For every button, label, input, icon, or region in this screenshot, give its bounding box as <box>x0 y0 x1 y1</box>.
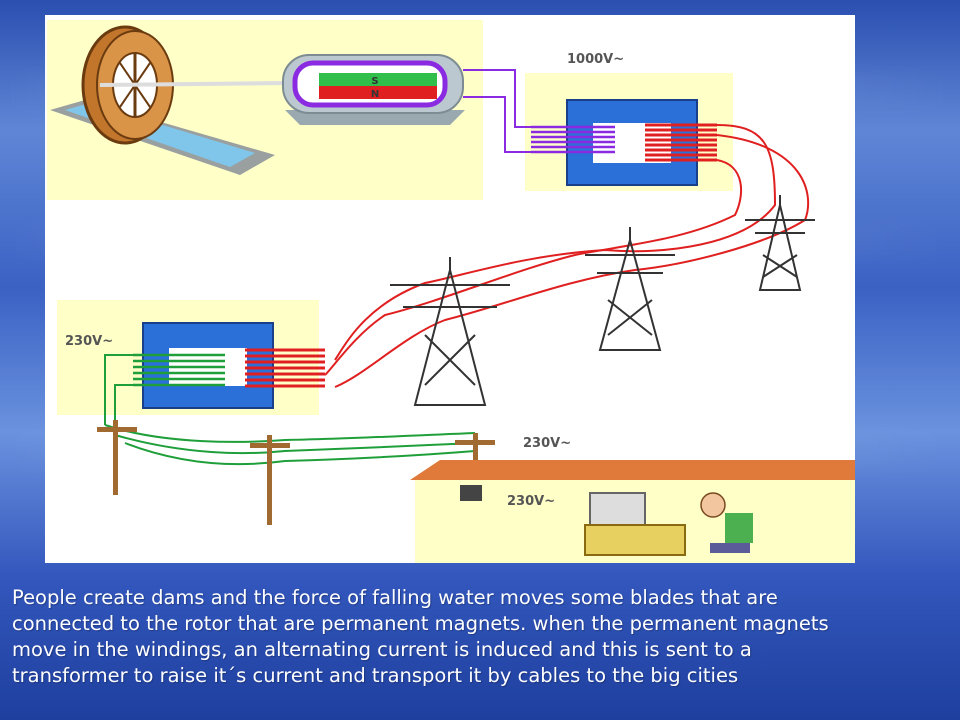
secondary-coil <box>645 123 717 162</box>
rotor-shaft <box>99 81 286 87</box>
step-down-secondary-coil <box>133 353 225 387</box>
north-pole-label: N <box>371 89 379 100</box>
south-pole-label: S <box>371 76 378 87</box>
substation-voltage-label: 230V~ <box>65 334 113 349</box>
computer <box>584 492 686 556</box>
rotor-south-pole <box>319 73 437 86</box>
diagram-image: S N 1000V~ <box>45 15 855 563</box>
caption-line: People create dams and the force of fall… <box>12 586 778 609</box>
power-distribution-diagram: S N 1000V~ <box>47 20 855 563</box>
electric-meter <box>460 485 482 501</box>
step-down-transformer <box>133 322 325 409</box>
primary-coil <box>531 125 615 154</box>
caption-line: transformer to raise it´s current and tr… <box>12 664 739 687</box>
step-down-primary-coil <box>245 348 325 388</box>
utility-pole <box>250 435 290 525</box>
line-voltage-label: 230V~ <box>523 436 571 451</box>
generator-voltage-label: 1000V~ <box>567 52 624 67</box>
generator-output-wire <box>463 96 531 153</box>
generator-output-wire <box>463 69 531 128</box>
person <box>700 492 753 553</box>
caption-line: move in the windings, an alternating cur… <box>12 638 752 661</box>
caption-text: People create dams and the force of fall… <box>12 585 952 689</box>
high-voltage-lines <box>324 124 810 388</box>
meter-voltage-label: 230V~ <box>507 494 555 509</box>
transmission-tower <box>585 227 675 351</box>
low-voltage-lines <box>104 354 586 521</box>
rotor-north-pole <box>319 86 437 99</box>
transmission-tower <box>390 257 510 406</box>
caption-line: connected to the rotor that are permanen… <box>12 612 829 635</box>
generator: S N <box>282 54 465 125</box>
utility-pole <box>97 420 137 495</box>
transmission-tower <box>745 195 815 291</box>
step-up-transformer <box>531 99 717 186</box>
